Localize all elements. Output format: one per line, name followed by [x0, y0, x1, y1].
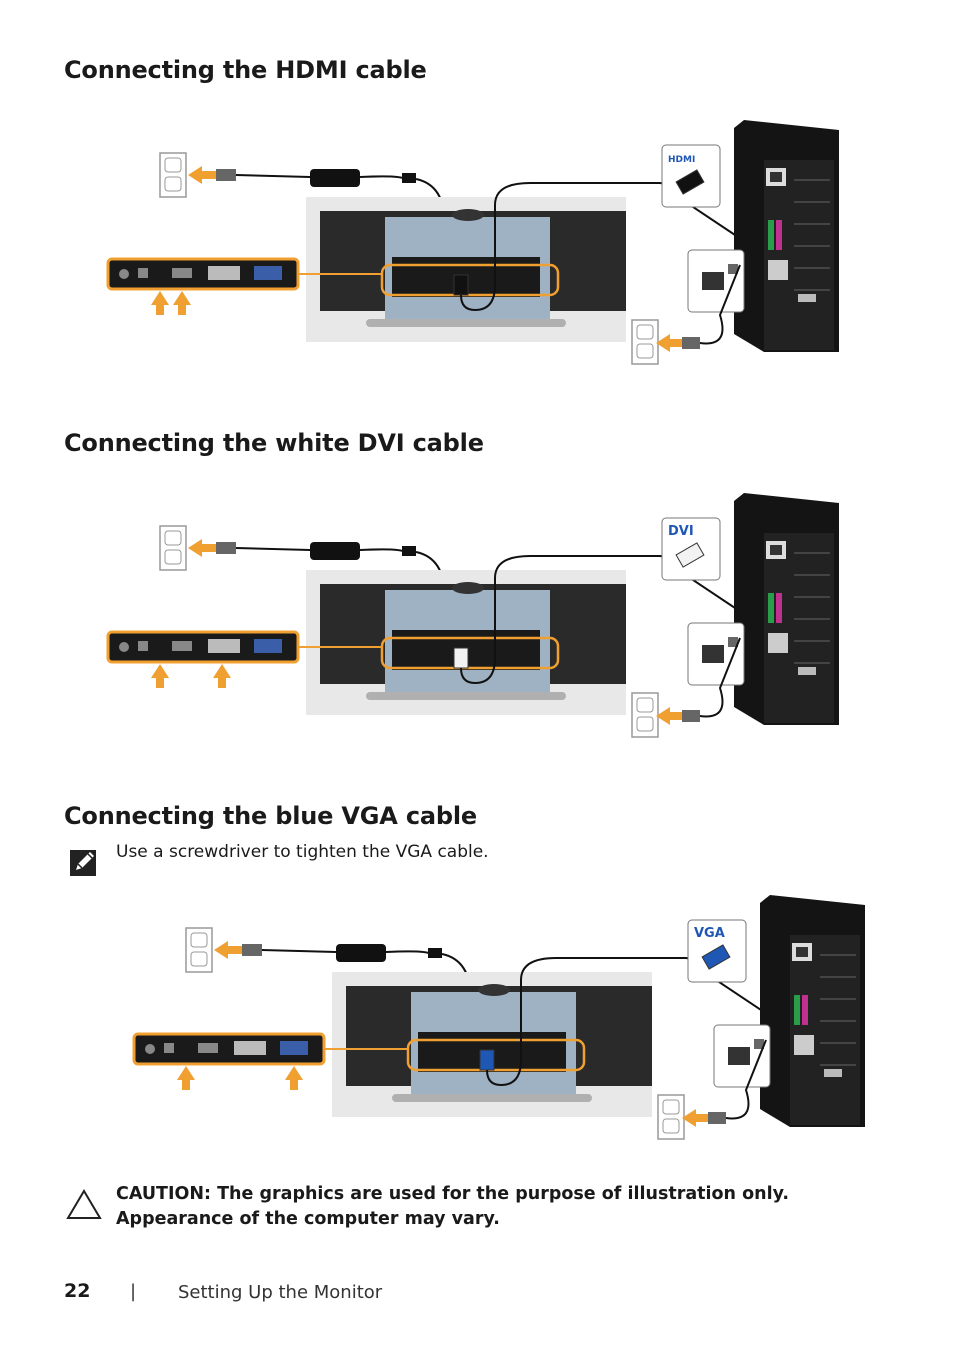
- caution-triangle-icon: [66, 1189, 102, 1219]
- footer-separator: |: [130, 1281, 137, 1302]
- wall-outlet: [657, 1094, 685, 1140]
- cable-label: HDMI: [668, 155, 695, 165]
- power-cable: [235, 547, 311, 551]
- computer-tower: [734, 493, 839, 725]
- caution-text: CAUTION: The graphics are used for the p…: [116, 1184, 790, 1229]
- power-connector-callout: [687, 249, 745, 313]
- orange-arrow: [177, 1066, 195, 1090]
- wall-outlet: [159, 152, 187, 198]
- port-highlight: [406, 1038, 586, 1072]
- cable-label-callout: DVI: [661, 517, 721, 581]
- power-adapter: [336, 944, 386, 962]
- orange-arrow: [285, 1066, 303, 1090]
- power-adapter: [310, 542, 360, 560]
- power-plug: [216, 542, 236, 554]
- wall-outlet: [185, 927, 213, 973]
- orange-arrow: [656, 334, 684, 352]
- wall-outlet: [159, 525, 187, 571]
- section-title-hdmi: Connecting the HDMI cable: [64, 56, 427, 84]
- dell-logo: [452, 582, 484, 594]
- computer-tower: [760, 895, 865, 1127]
- dvi-connection-figure: DVI: [106, 493, 839, 738]
- dell-logo: [452, 209, 484, 221]
- cable-label: VGA: [694, 926, 725, 941]
- computer-tower: [734, 120, 839, 352]
- wall-outlet: [631, 692, 659, 738]
- signal-connector: [453, 274, 469, 296]
- hdmi-connection-figure: HDMI: [106, 120, 839, 365]
- section-title-dvi: Connecting the white DVI cable: [64, 429, 484, 457]
- power-plug: [708, 1112, 726, 1124]
- power-plug: [242, 944, 262, 956]
- signal-connector: [453, 647, 469, 669]
- cable-label-callout: VGA: [687, 919, 747, 983]
- port-highlight: [380, 263, 560, 297]
- power-cable: [235, 174, 311, 178]
- power-cable: [261, 949, 337, 953]
- wall-outlet: [631, 319, 659, 365]
- orange-arrow: [188, 166, 216, 184]
- vga-connection-figure: VGA: [132, 895, 865, 1140]
- cable-label: DVI: [668, 524, 694, 539]
- orange-arrow: [213, 664, 231, 688]
- orange-arrow: [188, 539, 216, 557]
- power-connector-callout: [687, 622, 745, 686]
- orange-arrow: [151, 291, 169, 315]
- power-cable: [699, 637, 741, 718]
- power-plug: [682, 337, 700, 349]
- power-plug: [216, 169, 236, 181]
- orange-arrow: [173, 291, 191, 315]
- orange-arrow: [214, 941, 242, 959]
- page-number: 22: [64, 1280, 91, 1302]
- section-title-vga: Connecting the blue VGA cable: [64, 802, 477, 830]
- port-highlight: [380, 636, 560, 670]
- note-pencil-icon: [70, 850, 96, 876]
- orange-arrow: [151, 664, 169, 688]
- power-cable: [725, 1039, 767, 1120]
- orange-arrow: [656, 707, 684, 725]
- dell-logo: [478, 984, 510, 996]
- footer-section-title: Setting Up the Monitor: [178, 1282, 383, 1303]
- signal-connector: [479, 1049, 495, 1071]
- power-adapter: [310, 169, 360, 187]
- power-cable: [699, 264, 741, 345]
- orange-arrow: [682, 1109, 710, 1127]
- power-connector-callout: [713, 1024, 771, 1088]
- cable-label-callout: HDMI: [661, 144, 721, 208]
- note-text: Use a screwdriver to tighten the VGA cab…: [116, 842, 489, 862]
- power-plug: [682, 710, 700, 722]
